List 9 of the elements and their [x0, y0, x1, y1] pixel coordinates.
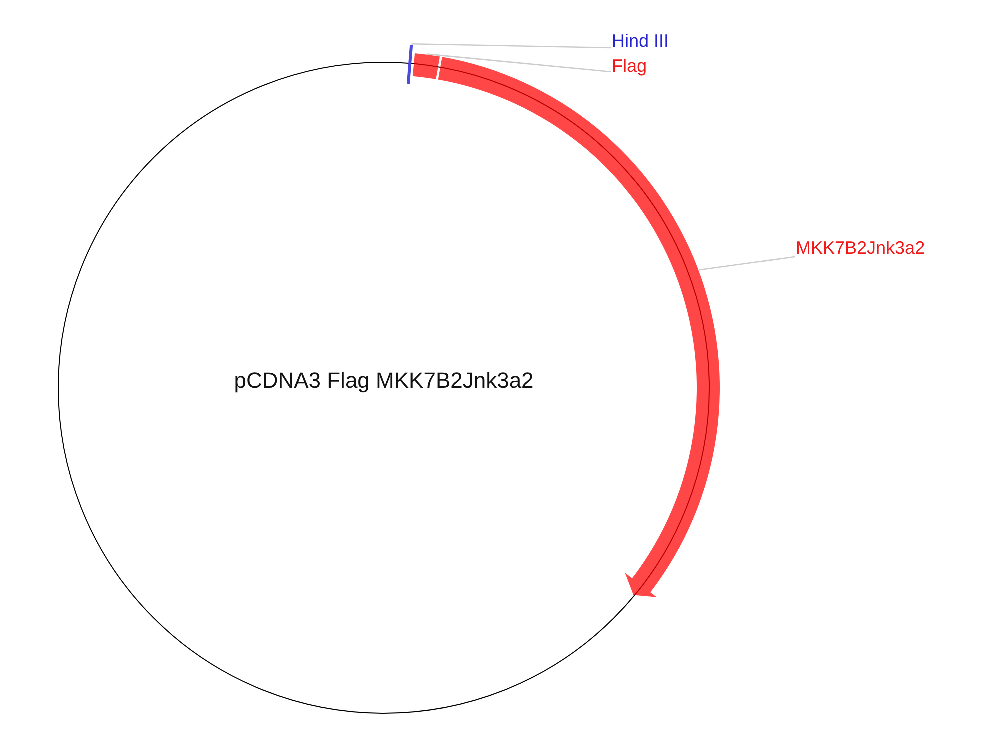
leader-line — [699, 256, 796, 271]
feature-segment — [412, 53, 440, 80]
restriction-site-marker — [406, 44, 414, 84]
feature-label: Flag — [612, 56, 648, 76]
feature-label: MKK7B2Jnk3a2 — [796, 238, 926, 258]
feature-label: Hind III — [612, 31, 670, 51]
leader-line — [412, 43, 612, 49]
leader-line — [427, 54, 612, 73]
plasmid-name: pCDNA3 Flag MKK7B2Jnk3a2 — [234, 368, 534, 394]
